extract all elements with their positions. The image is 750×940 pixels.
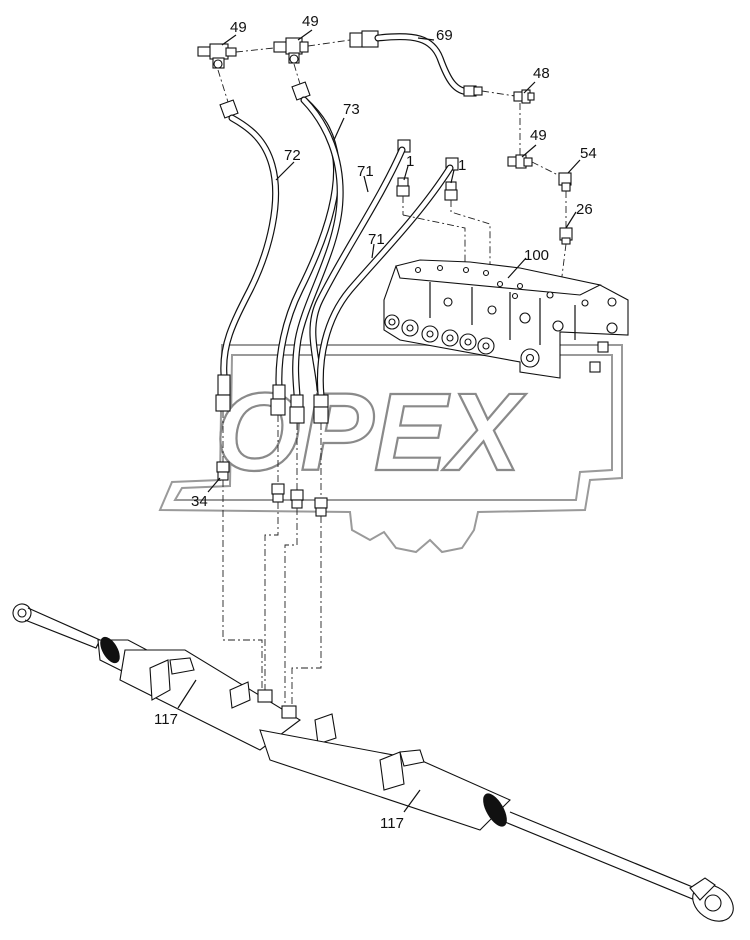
callout-1-left: 1 bbox=[406, 153, 414, 170]
top-fittings bbox=[197, 30, 573, 293]
callout-71-lower: 71 bbox=[368, 231, 385, 248]
leader-lines bbox=[177, 29, 581, 813]
callout-54: 54 bbox=[580, 145, 597, 162]
valve-front-fittings bbox=[384, 314, 609, 373]
callout-49-right: 49 bbox=[530, 127, 547, 144]
callout-72: 72 bbox=[284, 147, 301, 164]
callout-100: 100 bbox=[524, 247, 549, 264]
cylinder-assembly bbox=[12, 603, 734, 922]
callout-26: 26 bbox=[576, 201, 593, 218]
hoses bbox=[215, 63, 491, 424]
callout-49-left: 49 bbox=[230, 19, 247, 36]
callout-117-right: 117 bbox=[380, 815, 404, 832]
callout-71-upper: 71 bbox=[357, 163, 374, 180]
valve-block bbox=[383, 259, 629, 379]
callout-49-middle: 49 bbox=[302, 13, 319, 30]
callout-73: 73 bbox=[343, 101, 360, 118]
opex-watermark: OPEX bbox=[158, 344, 623, 554]
watermark-text: OPEX bbox=[215, 371, 526, 494]
callout-1-right: 1 bbox=[458, 157, 466, 174]
callout-117-left: 117 bbox=[154, 711, 178, 728]
callout-34: 34 bbox=[191, 493, 208, 510]
lower-nuts bbox=[216, 411, 328, 710]
callout-48: 48 bbox=[533, 65, 550, 82]
callout-labels: 49 49 69 48 49 54 73 72 71 1 1 26 71 100… bbox=[154, 13, 597, 832]
callout-69: 69 bbox=[436, 27, 453, 44]
